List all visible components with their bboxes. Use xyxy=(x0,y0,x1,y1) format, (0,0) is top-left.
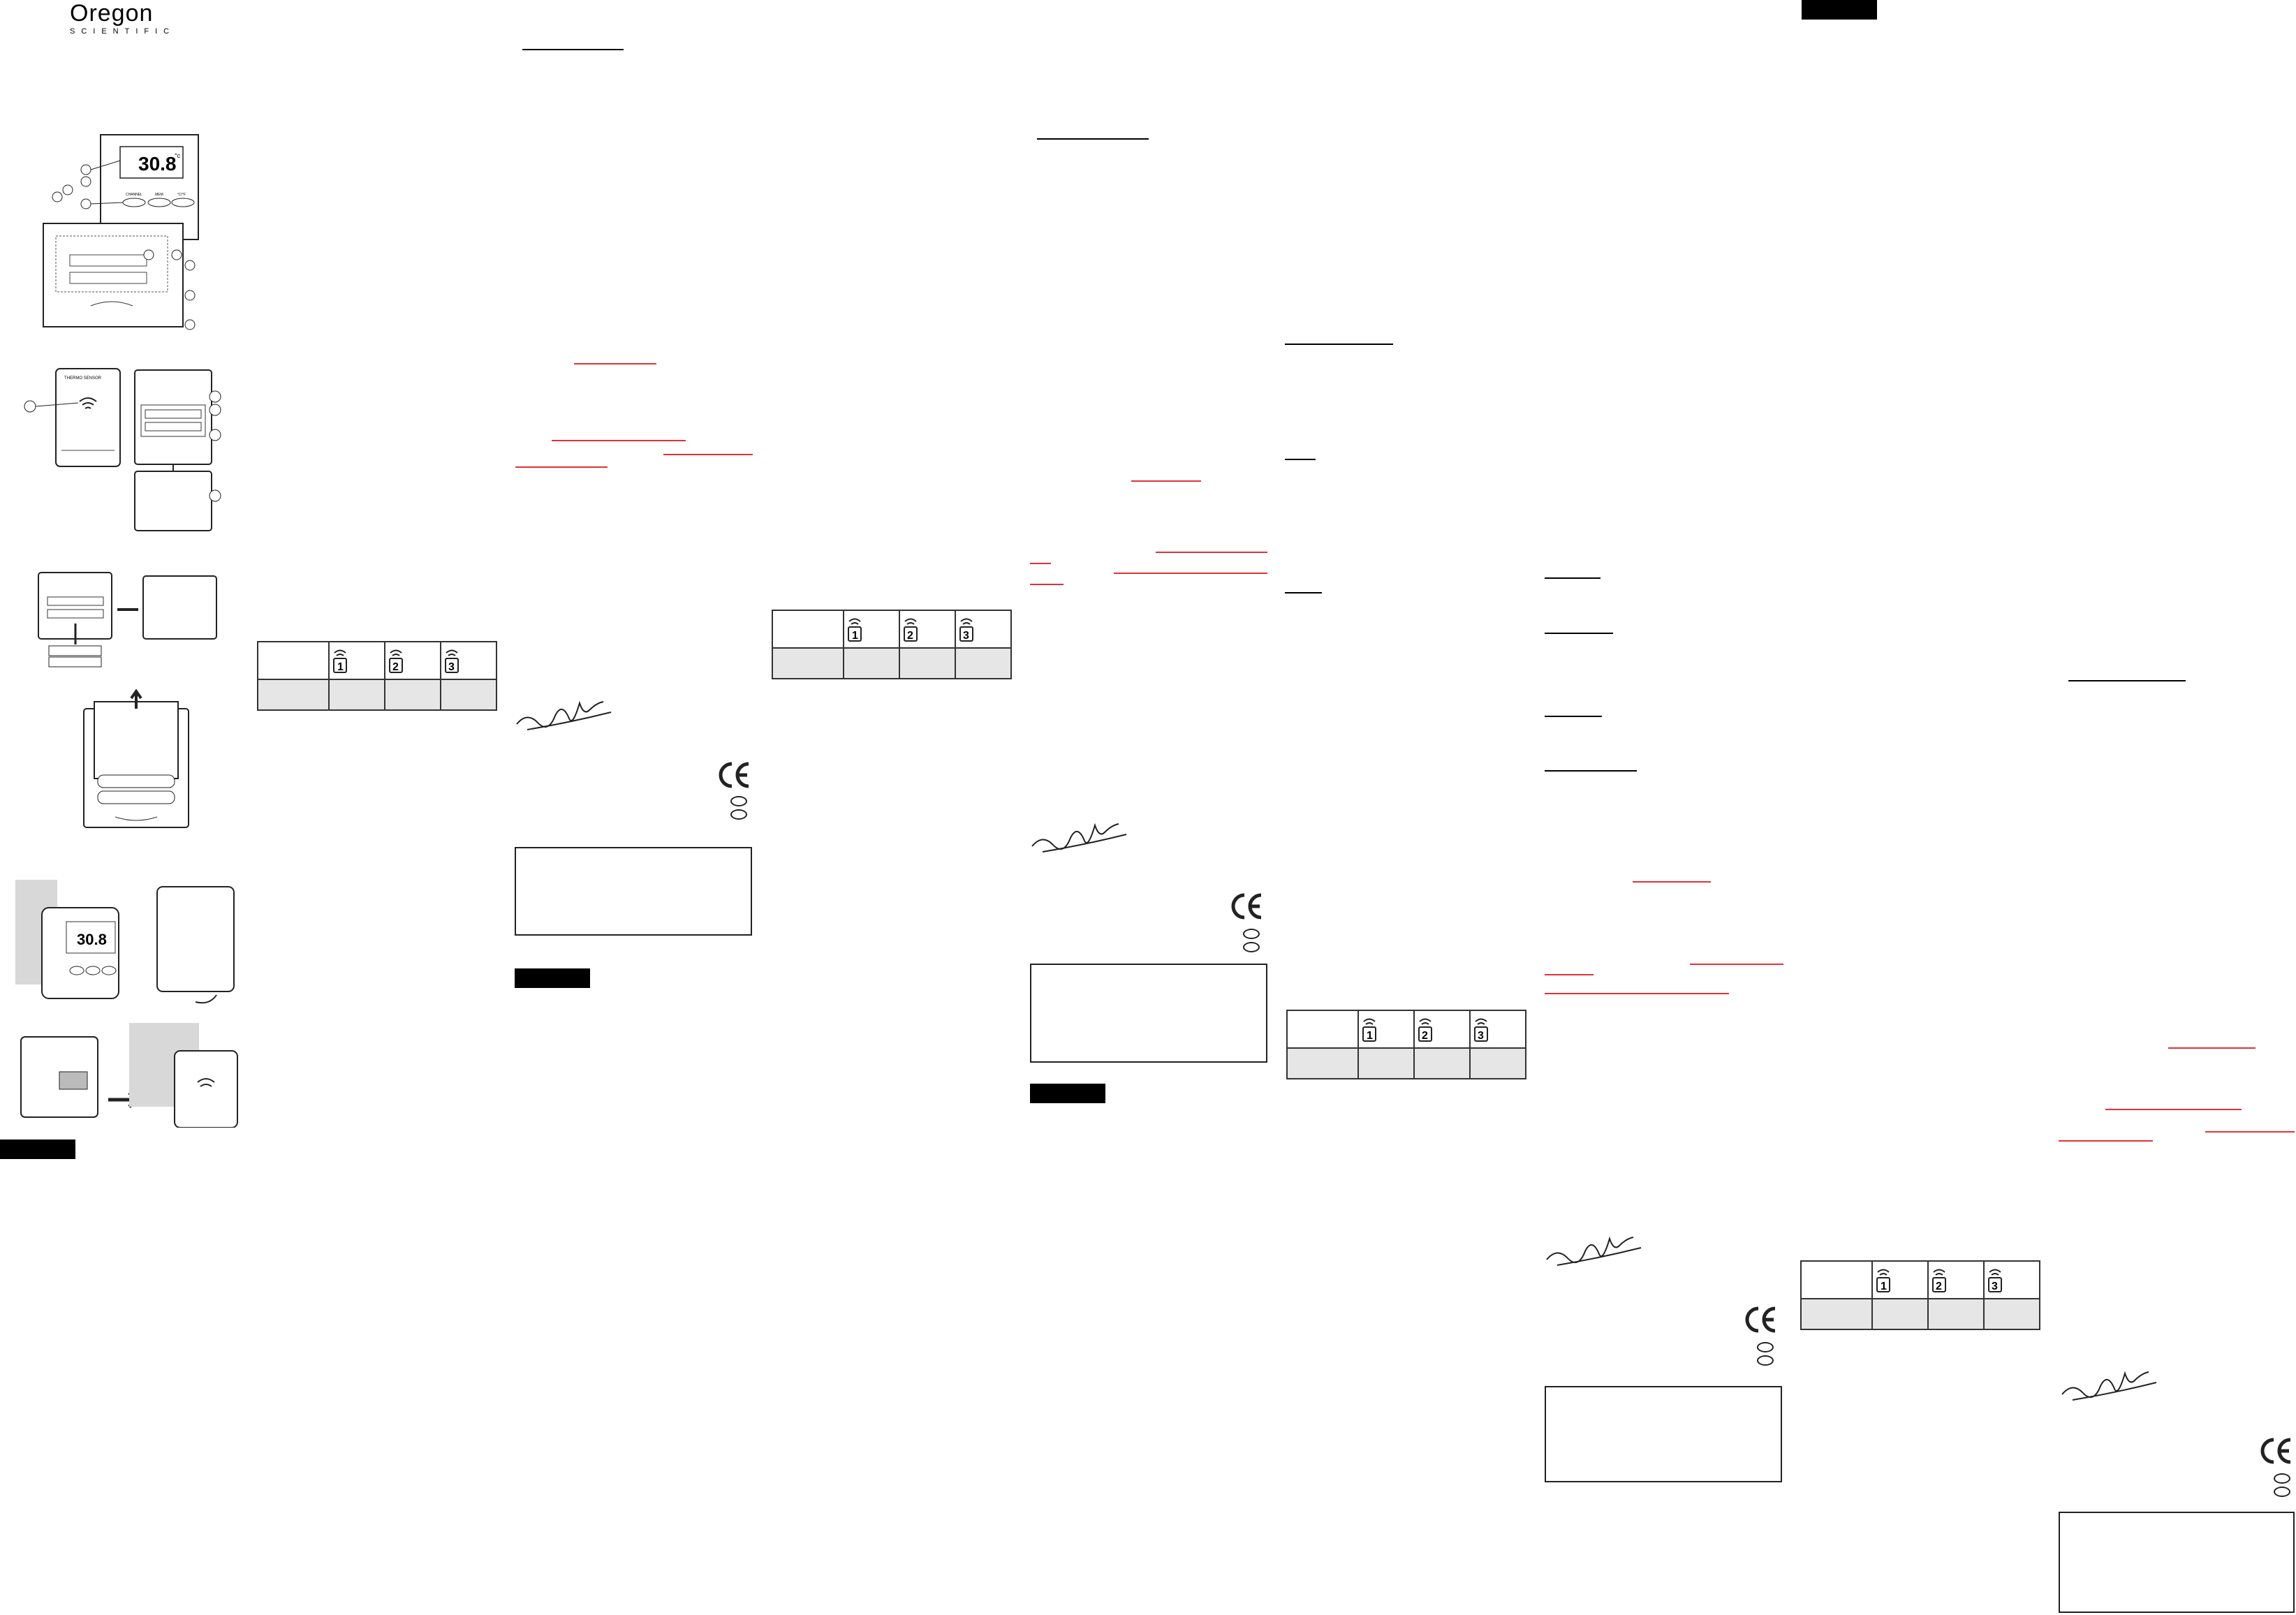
channel-table-4: 1 2 3 xyxy=(1800,1260,2040,1330)
compliance-oval-icon xyxy=(730,796,747,823)
placement-lcd-temp: 30.8 xyxy=(77,931,107,948)
ce-mark-icon xyxy=(2260,1437,2293,1465)
channel-3-label: 3 xyxy=(963,630,969,642)
compliance-oval-icon xyxy=(1757,1342,1774,1369)
link-underline-3[interactable] xyxy=(663,454,753,455)
info-box-1 xyxy=(515,847,752,936)
channel-2-icon: 2 xyxy=(1932,1269,1946,1292)
link-underline-17[interactable] xyxy=(2059,1140,2153,1142)
channel-3-label: 3 xyxy=(1992,1281,1998,1292)
lcd-unit: °c xyxy=(175,152,181,159)
channel-3-icon: 3 xyxy=(1988,1269,2002,1292)
link-underline-11[interactable] xyxy=(1690,964,1783,965)
channel-table-3: 1 2 3 xyxy=(1286,1010,1526,1079)
figure-battery xyxy=(35,569,230,670)
figure-placement: 30.8 xyxy=(14,876,237,1012)
heading-underline-5 xyxy=(1285,592,1322,593)
signature-icon xyxy=(1543,1230,1648,1272)
lcd-temp: 30.8 xyxy=(138,153,177,175)
channel-2-label: 2 xyxy=(907,630,913,642)
channel-1-icon: 1 xyxy=(1362,1018,1376,1042)
ce-mark-icon xyxy=(1744,1306,1778,1334)
btn-label-mem: MEM xyxy=(155,193,163,197)
link-underline-13[interactable] xyxy=(1545,993,1729,994)
link-underline-7[interactable] xyxy=(1030,563,1051,564)
channel-2-icon: 2 xyxy=(904,618,918,642)
link-underline-8[interactable] xyxy=(1114,573,1267,574)
figure-sensor-mount xyxy=(17,1023,241,1128)
heading-underline-4 xyxy=(1285,459,1316,460)
brand-logo: Oregon SCIENTIFIC xyxy=(70,0,175,36)
link-underline-15[interactable] xyxy=(2105,1109,2242,1110)
channel-1-icon: 1 xyxy=(848,618,862,642)
heading-underline-7 xyxy=(1545,633,1613,634)
ce-mark-icon xyxy=(1230,892,1264,920)
btn-label-unit: °C/°F xyxy=(177,193,186,197)
channel-2-label: 2 xyxy=(1936,1281,1942,1292)
channel-1-label: 1 xyxy=(337,661,344,673)
btn-label-channel: CHANNEL xyxy=(126,193,142,197)
figure-main-unit: 30.8 °c CHANNEL MEM °C/°F xyxy=(28,133,203,335)
info-box-2 xyxy=(1030,964,1267,1063)
compliance-oval-icon xyxy=(2274,1473,2290,1500)
figure-sensor: THERMO SENSOR xyxy=(21,367,230,534)
channel-2-icon: 2 xyxy=(389,649,403,673)
channel-table-1: 1 2 3 xyxy=(257,641,497,711)
link-underline-2[interactable] xyxy=(552,440,686,441)
channel-2-label: 2 xyxy=(392,661,399,673)
link-underline-14[interactable] xyxy=(2168,1047,2255,1049)
channel-2-icon: 2 xyxy=(1418,1018,1432,1042)
sensor-mount-illustration xyxy=(20,1023,238,1128)
channel-1-icon: 1 xyxy=(1876,1269,1890,1292)
sensor-illustration: THERMO SENSOR xyxy=(24,368,221,531)
placement-illustration: 30.8 xyxy=(15,880,235,1004)
link-underline-5[interactable] xyxy=(1131,480,1201,482)
heading-underline-8 xyxy=(1545,716,1602,717)
figure-stand xyxy=(77,688,196,834)
channel-3-label: 3 xyxy=(448,661,455,673)
channel-2-label: 2 xyxy=(1422,1030,1428,1042)
heading-underline-1 xyxy=(522,49,624,50)
channel-1-icon: 1 xyxy=(333,649,347,673)
ce-mark-icon xyxy=(718,761,751,789)
brand-name: Oregon xyxy=(70,0,154,27)
link-underline-9[interactable] xyxy=(1030,584,1064,585)
info-box-4 xyxy=(2059,1512,2295,1613)
section-tab-1 xyxy=(0,1140,75,1159)
heading-underline-6 xyxy=(1545,577,1600,579)
sensor-brand: THERMO SENSOR xyxy=(64,376,102,381)
channel-3-label: 3 xyxy=(1478,1030,1484,1042)
heading-underline-3 xyxy=(1285,344,1393,345)
section-tab-3 xyxy=(1030,1084,1105,1103)
info-box-3 xyxy=(1545,1386,1782,1482)
heading-underline-10 xyxy=(2068,680,2186,681)
main-unit-illustration: 30.8 °c CHANNEL MEM °C/°F xyxy=(43,134,199,330)
channel-table-2: 1 2 3 xyxy=(772,610,1012,679)
link-underline-4[interactable] xyxy=(515,466,608,468)
section-tab-2 xyxy=(515,968,590,988)
channel-1-label: 1 xyxy=(1881,1281,1887,1292)
channel-1-label: 1 xyxy=(1367,1030,1373,1042)
battery-illustration xyxy=(38,572,217,668)
brand-sub: SCIENTIFIC xyxy=(70,27,176,36)
section-tab-4 xyxy=(1802,0,1877,20)
heading-underline-9 xyxy=(1545,770,1637,772)
channel-3-icon: 3 xyxy=(1474,1018,1488,1042)
link-underline-10[interactable] xyxy=(1633,881,1711,883)
compliance-oval-icon xyxy=(1243,929,1260,955)
signature-icon xyxy=(1029,817,1133,859)
heading-underline-2 xyxy=(1037,138,1149,140)
channel-1-label: 1 xyxy=(852,630,858,642)
signature-icon xyxy=(513,695,618,737)
signature-icon xyxy=(2059,1365,2163,1407)
link-underline-1[interactable] xyxy=(574,363,656,364)
stand-illustration xyxy=(83,688,189,828)
link-underline-6[interactable] xyxy=(1156,552,1267,553)
channel-3-icon: 3 xyxy=(445,649,459,673)
channel-3-icon: 3 xyxy=(959,618,973,642)
link-underline-16[interactable] xyxy=(2205,1131,2295,1133)
link-underline-12[interactable] xyxy=(1545,974,1594,975)
